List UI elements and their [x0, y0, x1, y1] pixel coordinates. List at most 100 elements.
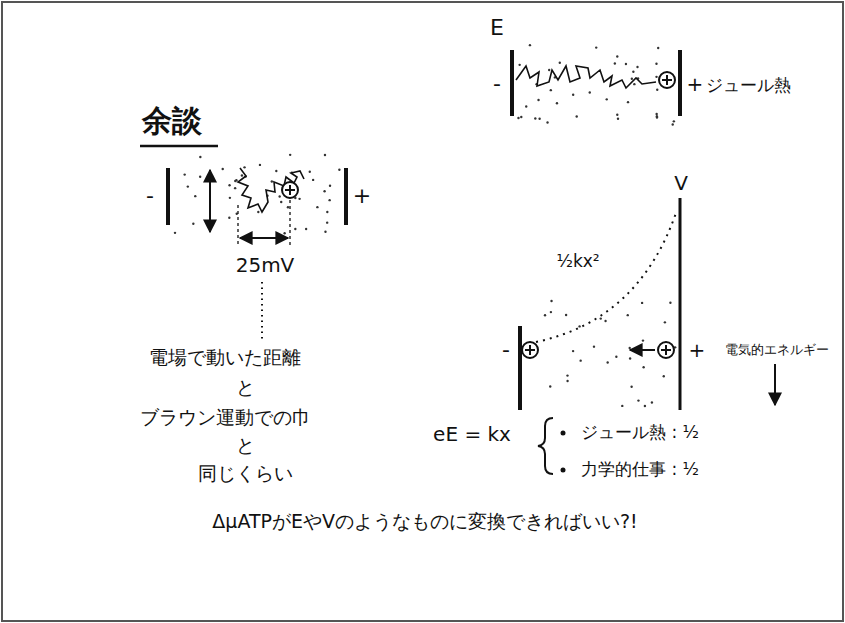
charge-dots [544, 300, 677, 407]
charge-dot [537, 99, 539, 101]
charge-dot [538, 118, 540, 120]
leader-arrow [774, 364, 776, 405]
leader-line [237, 205, 238, 246]
ion-symbol [285, 185, 295, 195]
charge-dot [518, 64, 520, 66]
polarity-sign: + [353, 183, 371, 208]
charge-dot [183, 173, 185, 175]
charge-dot [589, 91, 591, 93]
charge-dot [632, 71, 634, 73]
charge-dot [174, 232, 176, 234]
potential-curve [536, 210, 677, 342]
charge-dot [616, 55, 618, 57]
charge-dot [525, 105, 527, 107]
charge-dot [651, 401, 653, 403]
charge-dot [229, 197, 231, 199]
charge-dot [323, 190, 325, 192]
energy-label: 電気的エネルギー [725, 343, 829, 358]
charge-dot [241, 174, 243, 176]
charge-dot [566, 380, 568, 382]
voltage-label: 25mV [236, 254, 295, 277]
charge-dot [556, 102, 558, 104]
negative-plate [166, 168, 170, 225]
charge-dot [642, 366, 644, 368]
charge-dot [566, 374, 568, 376]
polarity-sign: - [502, 337, 510, 362]
charge-dot [655, 76, 657, 78]
ratio-item: ジュール熱 : ½ [581, 423, 699, 443]
charge-dot [199, 176, 201, 178]
charge-dot [636, 66, 638, 68]
note-line: と [236, 377, 255, 399]
charge-dot [641, 302, 643, 304]
charge-dot [673, 120, 675, 122]
ion-symbol [525, 345, 535, 355]
polarity-sign: + [687, 73, 704, 96]
charge-dot [616, 114, 618, 116]
charge-dot [280, 201, 282, 203]
charge-dot [287, 206, 289, 208]
charge-dot [328, 199, 330, 201]
polarity-sign: + [689, 339, 706, 362]
charge-dot [298, 198, 300, 200]
charge-dot [326, 211, 328, 213]
note-line: と [236, 435, 255, 457]
charge-dot [617, 118, 619, 120]
charge-dot [672, 123, 674, 125]
charge-dot [614, 62, 616, 64]
ratio-item: 力学的仕事 : ½ [581, 460, 699, 480]
ion-symbol [661, 345, 671, 355]
charge-dot [621, 405, 623, 407]
charge-dot [283, 232, 285, 234]
random-walk-path [516, 66, 656, 88]
energy-formula: ½kx² [556, 252, 599, 272]
charge-dot [629, 347, 631, 349]
charge-dot [664, 321, 666, 323]
ion-symbol [659, 72, 675, 88]
charge-dot [529, 44, 531, 46]
charge-dot [309, 171, 311, 173]
charge-dot [517, 117, 519, 119]
charge-dot [534, 117, 536, 119]
charge-dot [625, 63, 627, 65]
leader-line [261, 282, 263, 340]
charge-dot [187, 185, 189, 187]
charge-dot [271, 180, 273, 182]
charge-dot [655, 113, 657, 115]
charge-dot [549, 385, 551, 387]
charge-dot [579, 359, 581, 361]
field-label: E [490, 15, 504, 40]
note-line: ブラウン運動での巾 [140, 407, 311, 429]
charge-dot [565, 314, 567, 316]
charge-dot [606, 361, 608, 363]
ion-symbol [658, 342, 674, 358]
charge-dot [604, 320, 606, 322]
heat-label: ジュール熱 [706, 76, 791, 96]
charge-dot [243, 166, 245, 168]
charge-dot [312, 179, 314, 181]
charge-dot [324, 154, 326, 156]
distance-arrow [240, 237, 288, 239]
charge-dot [600, 317, 602, 319]
charge-dot [192, 223, 194, 225]
charge-dot [631, 78, 633, 80]
charge-dot [194, 195, 196, 197]
charge-dot [548, 69, 550, 71]
charge-dot [294, 228, 296, 230]
brownian-width-arrow [209, 170, 211, 232]
ion-symbol [662, 75, 672, 85]
charge-dot [278, 195, 280, 197]
charge-dot [627, 314, 629, 316]
charge-dot [544, 314, 546, 316]
charge-dot [669, 302, 671, 304]
charge-dot [289, 154, 291, 156]
charge-dot [338, 169, 340, 171]
charge-dot [615, 356, 617, 358]
charge-dot [520, 116, 522, 118]
charge-dot [630, 386, 632, 388]
charge-dot [629, 357, 631, 359]
motion-arrow [630, 349, 655, 351]
equation: eE = kx [433, 423, 511, 446]
